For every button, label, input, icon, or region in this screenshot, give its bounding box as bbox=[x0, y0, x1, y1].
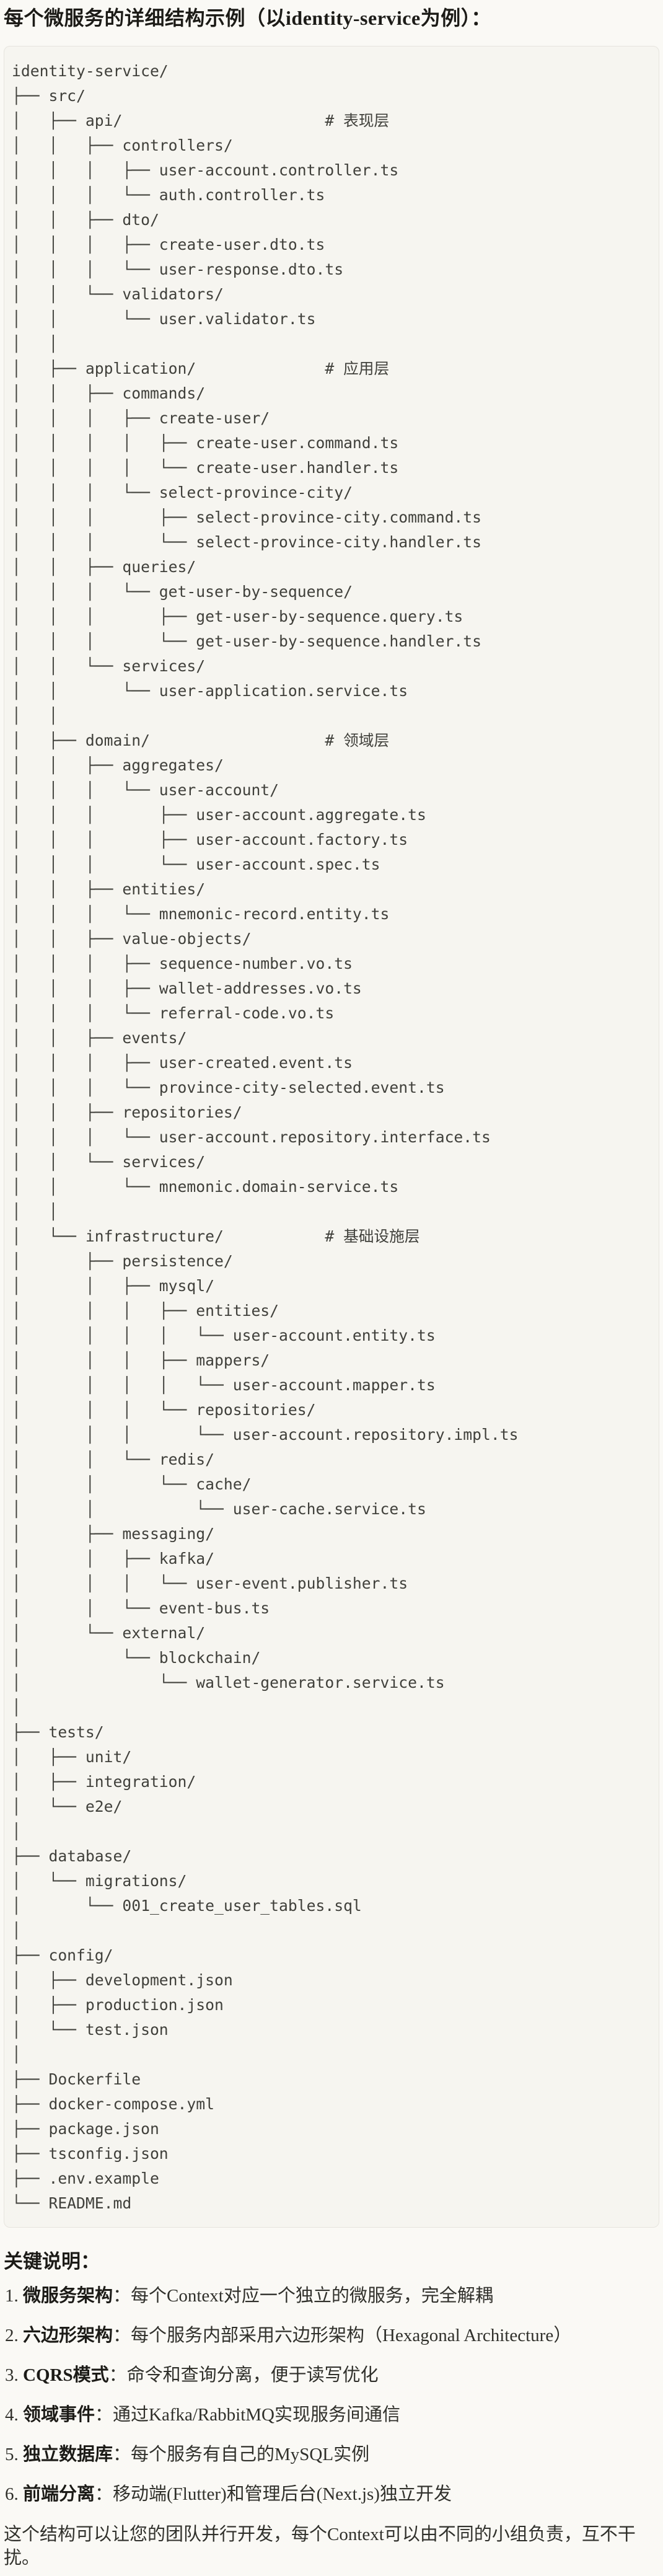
list-item: 3.CQRS模式：命令和查询分离，便于读写优化 bbox=[4, 2364, 659, 2386]
item-desc: ：每个服务有自己的MySQL实例 bbox=[113, 2445, 370, 2464]
list-item: 6.前端分离：移动端(Flutter)和管理后台(Next.js)独立开发 bbox=[4, 2483, 659, 2505]
item-term: 独立数据库 bbox=[23, 2445, 113, 2464]
page-title: 每个微服务的详细结构示例（以identity-service为例）： bbox=[4, 7, 491, 29]
item-number: 3. bbox=[5, 2365, 19, 2385]
item-number: 6. bbox=[5, 2484, 19, 2504]
list-item: 2.六边形架构：每个服务内部采用六边形架构（Hexagonal Architec… bbox=[4, 2324, 659, 2347]
list-item: 1.微服务架构：每个Context对应一个独立的微服务，完全解耦 bbox=[4, 2285, 659, 2307]
list-item: 5.独立数据库：每个服务有自己的MySQL实例 bbox=[4, 2443, 659, 2466]
item-term: 六边形架构 bbox=[23, 2326, 113, 2345]
code-block: identity-service/ ├── src/ │ ├── api/ # … bbox=[4, 46, 659, 2228]
document-body: 每个微服务的详细结构示例（以identity-service为例）： ident… bbox=[4, 5, 659, 2570]
list-item: 4.领域事件：通过Kafka/RabbitMQ实现服务间通信 bbox=[4, 2404, 659, 2426]
notes-list: 1.微服务架构：每个Context对应一个独立的微服务，完全解耦 2.六边形架构… bbox=[4, 2285, 659, 2505]
item-desc: ：移动端(Flutter)和管理后台(Next.js)独立开发 bbox=[95, 2484, 452, 2504]
item-desc: ：命令和查询分离，便于读写优化 bbox=[108, 2365, 379, 2385]
item-desc: ：每个服务内部采用六边形架构（Hexagonal Architecture） bbox=[113, 2326, 572, 2345]
item-number: 5. bbox=[5, 2445, 19, 2464]
notes-heading: 关键说明： bbox=[4, 2251, 100, 2272]
item-number: 2. bbox=[5, 2326, 19, 2345]
item-desc: ：每个Context对应一个独立的微服务，完全解耦 bbox=[113, 2286, 493, 2306]
item-term: 前端分离 bbox=[23, 2484, 95, 2504]
item-number: 4. bbox=[5, 2405, 19, 2425]
item-term: 领域事件 bbox=[23, 2405, 95, 2425]
item-number: 1. bbox=[5, 2286, 19, 2306]
directory-tree: identity-service/ ├── src/ │ ├── api/ # … bbox=[12, 62, 519, 2212]
item-desc: ：通过Kafka/RabbitMQ实现服务间通信 bbox=[95, 2405, 400, 2425]
closing-note: 这个结构可以让您的团队并行开发，每个Context可以由不同的小组负责，互不干扰… bbox=[4, 2525, 636, 2568]
item-term: 微服务架构 bbox=[23, 2286, 113, 2306]
item-term: CQRS模式 bbox=[23, 2365, 109, 2385]
